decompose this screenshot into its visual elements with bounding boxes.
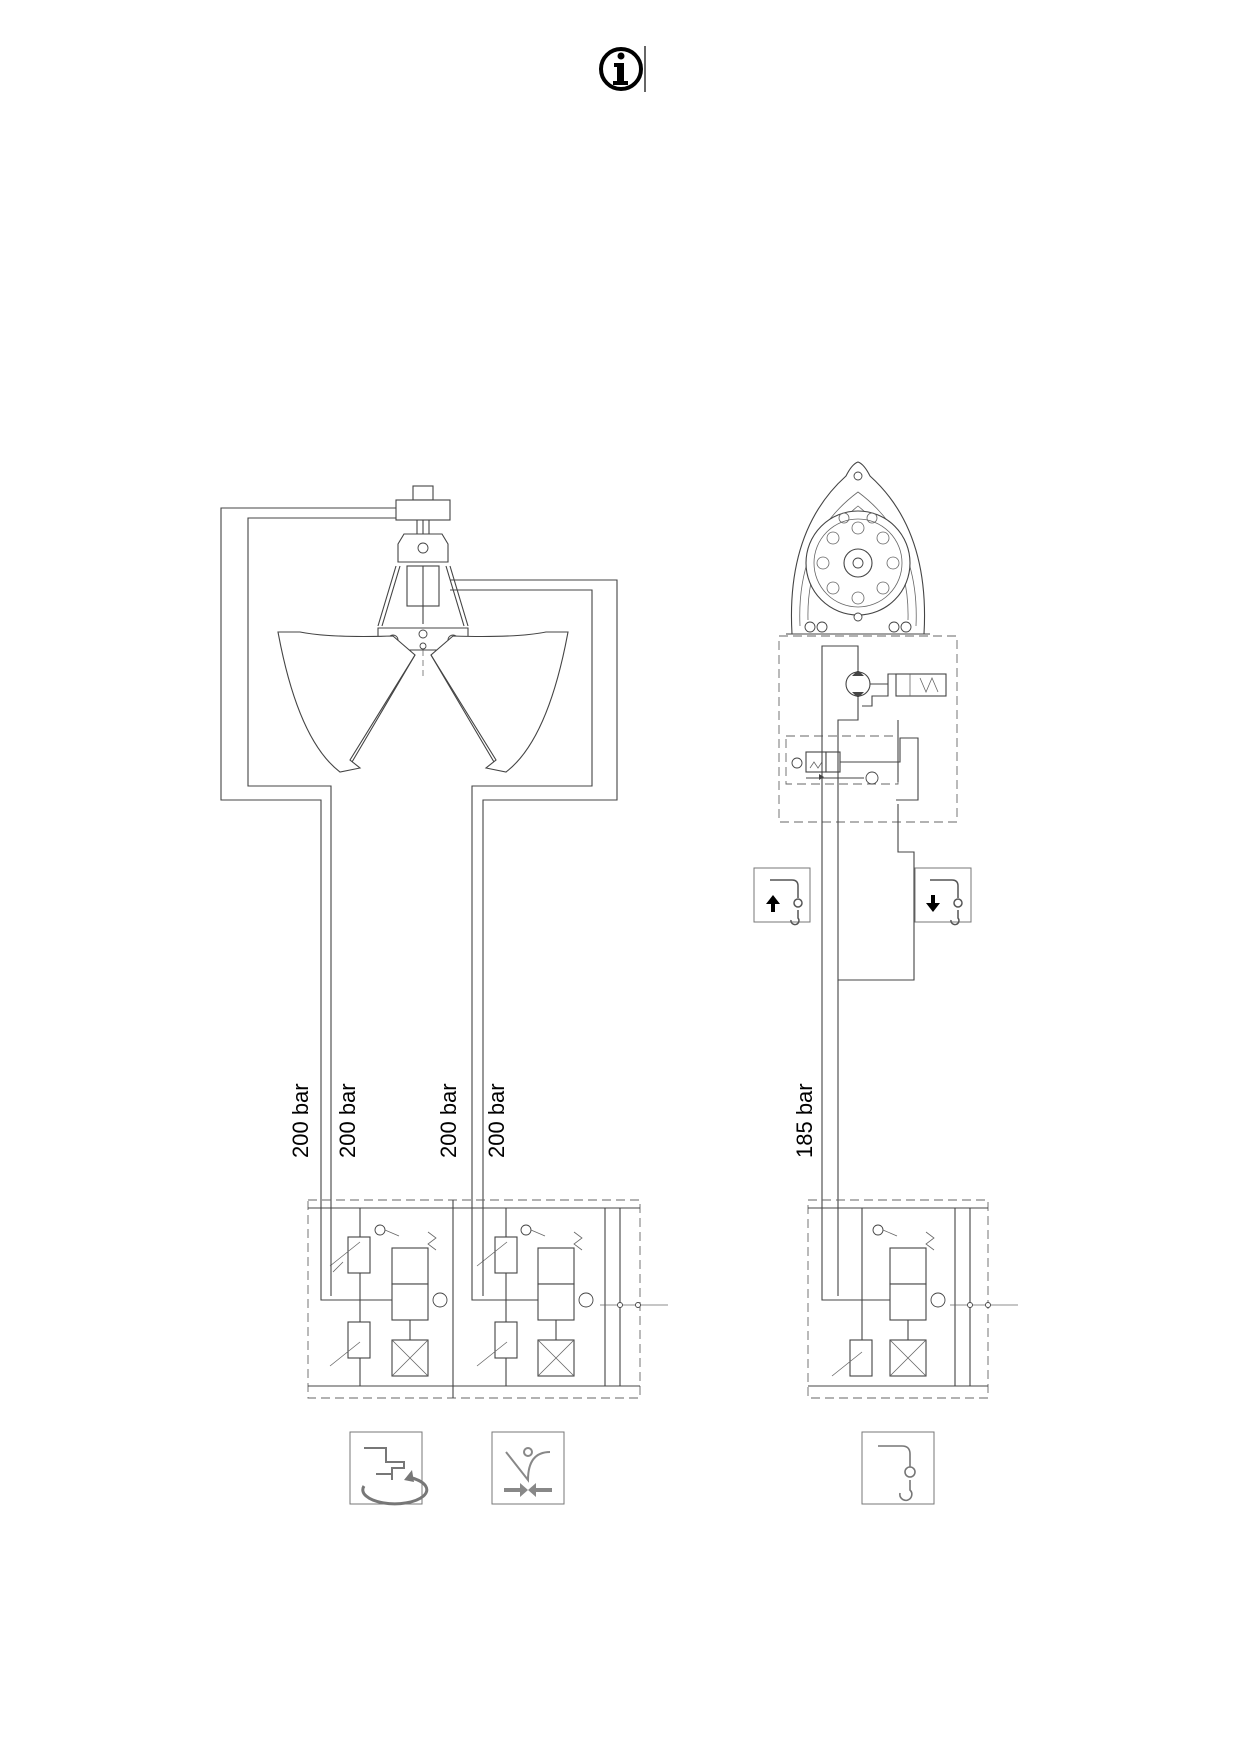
pressure-label-hoist: 185 bar: [792, 1083, 817, 1158]
valve-bank-grab-slew: [307, 1199, 668, 1399]
grab-hoses: [220, 507, 618, 1208]
info-icon: [599, 46, 646, 92]
pressure-label-grab-b: 200 bar: [484, 1083, 509, 1158]
slewing-function-icon: [349, 1431, 429, 1506]
valve-bank-hoist: [807, 1199, 1018, 1399]
pressure-label-slew-a: 200 bar: [288, 1083, 313, 1158]
winch-hook-icon: [861, 1431, 935, 1505]
pressure-label-slew-b: 200 bar: [335, 1083, 360, 1158]
clamshell-grab: [277, 485, 569, 773]
hook-up-icon: [753, 867, 811, 926]
valve-section-grab: [471, 1208, 594, 1386]
valve-section-slewing: [320, 1208, 448, 1386]
pressure-label-grab-a: 200 bar: [436, 1083, 461, 1158]
grab-open-close-icon: [491, 1431, 565, 1505]
hook-down-icon: [914, 867, 972, 926]
winch-motor-block: [778, 635, 958, 1208]
winch-drum: [786, 461, 930, 635]
